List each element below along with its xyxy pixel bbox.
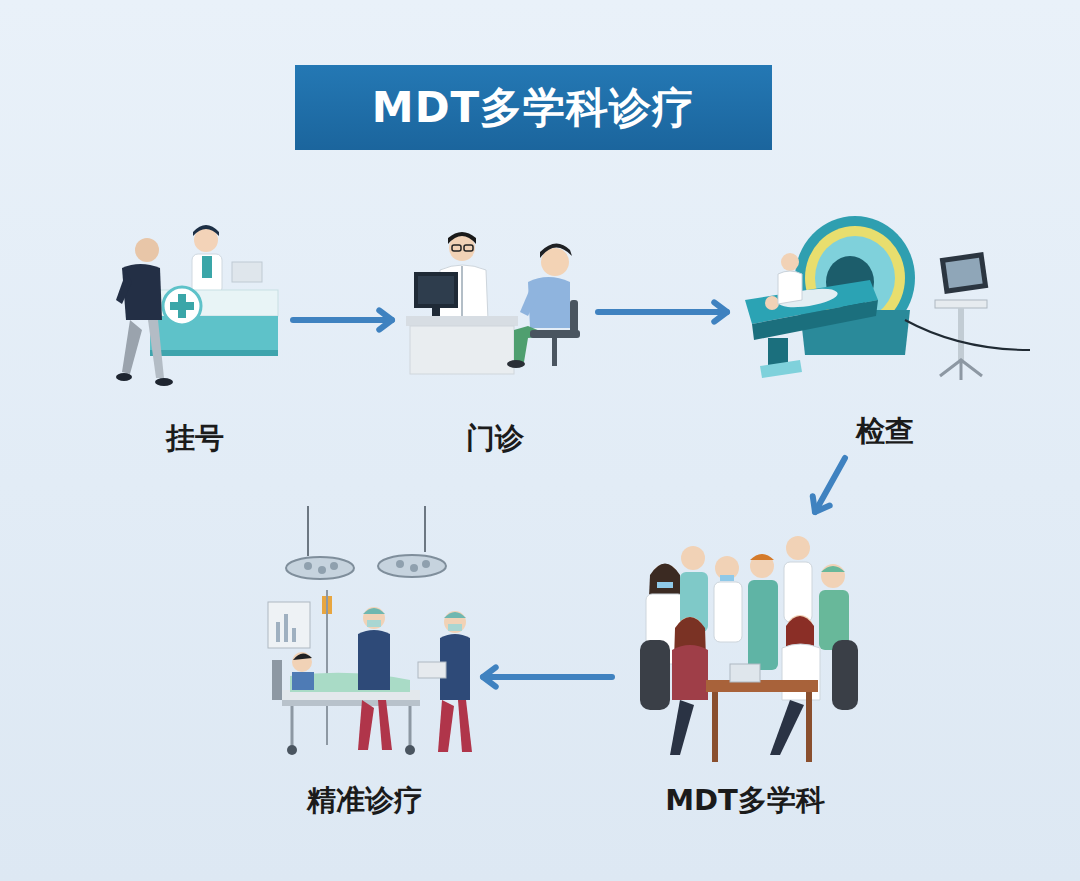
step-label: 检查	[735, 412, 1035, 450]
arrow-head	[714, 302, 727, 321]
title-band: MDT多学科诊疗	[295, 65, 772, 150]
examination-scene	[745, 216, 1030, 380]
step-label: MDT多学科	[620, 781, 870, 819]
arrow-head	[379, 310, 392, 329]
arrow-shaft	[483, 674, 612, 680]
process-step: 挂号	[105, 215, 285, 457]
flow-arrow	[598, 302, 727, 321]
registration-scene	[116, 225, 278, 386]
process-step: MDT多学科	[620, 520, 870, 819]
mdt-team-scene	[640, 536, 858, 762]
process-step: 检查	[735, 205, 1035, 450]
step-label: 精准诊疗	[255, 781, 475, 819]
arrow-head	[813, 496, 830, 512]
step-label: 门诊	[400, 419, 590, 457]
treatment-scene	[268, 506, 472, 755]
flow-arrow	[483, 667, 612, 686]
process-step: 精准诊疗	[255, 495, 475, 819]
process-step: 门诊	[400, 215, 590, 457]
arrow-head	[483, 667, 496, 686]
title-text: MDT多学科诊疗	[372, 80, 695, 136]
outpatient-scene	[406, 232, 580, 374]
flow-arrow	[293, 310, 392, 329]
arrow-shaft	[293, 317, 392, 323]
step-label: 挂号	[105, 419, 285, 457]
flow-arrow	[813, 458, 845, 512]
arrow-shaft	[815, 458, 845, 512]
arrow-shaft	[598, 309, 727, 315]
